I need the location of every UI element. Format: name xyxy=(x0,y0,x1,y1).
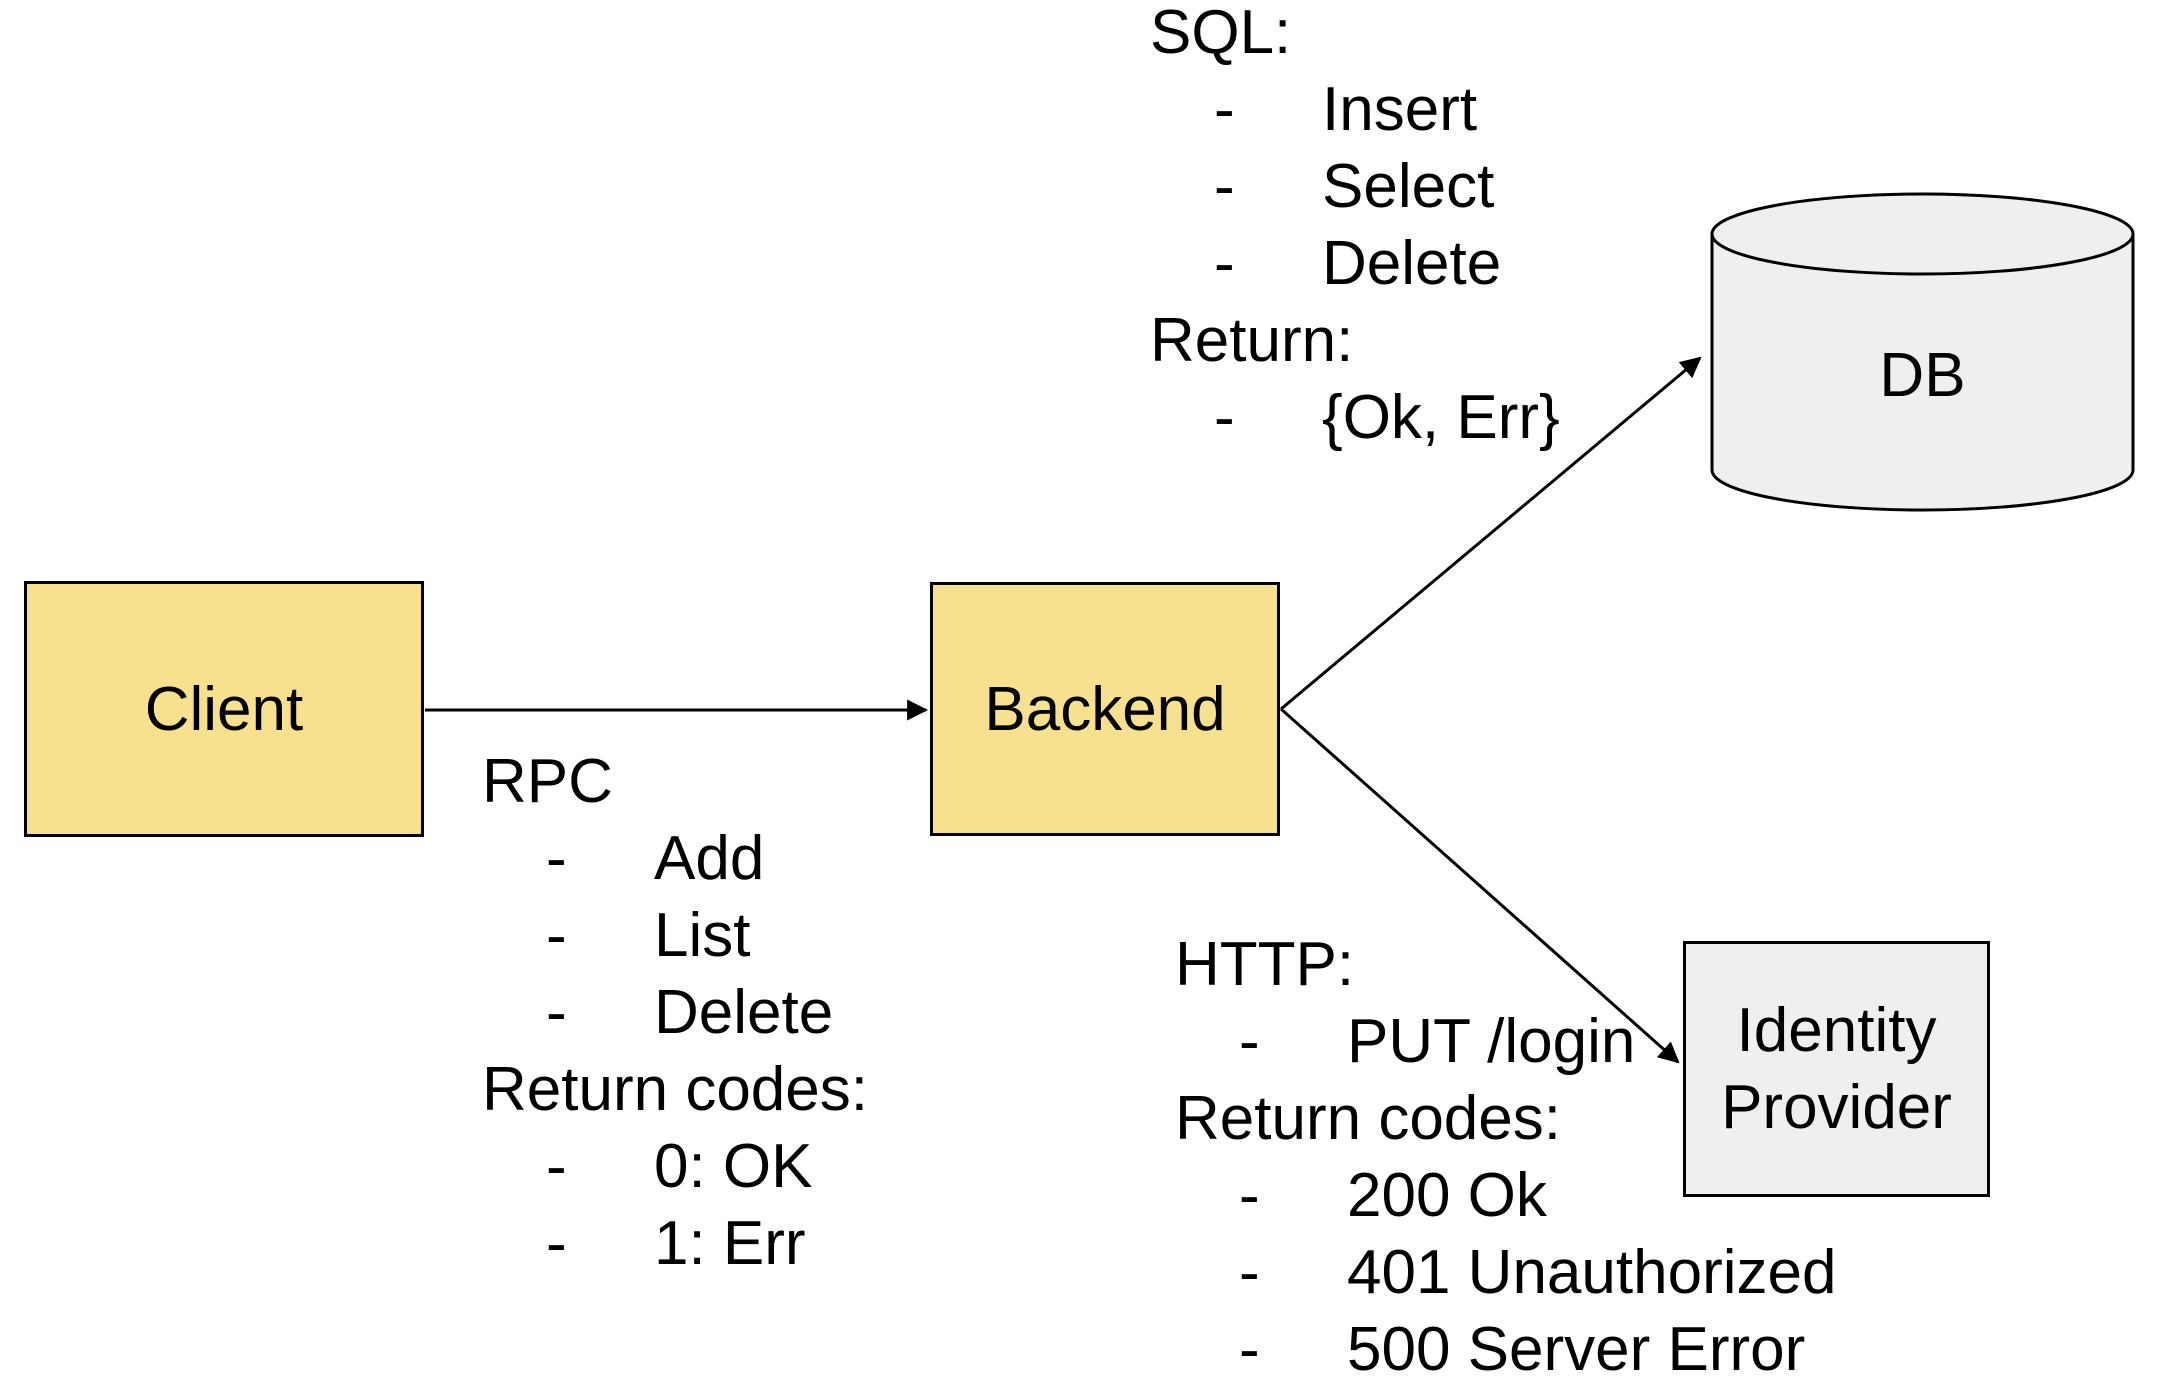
node-db-label: DB xyxy=(1879,341,1966,410)
arrow-backend-to-identity-provider xyxy=(1280,707,1680,1064)
node-backend: Backend xyxy=(930,582,1280,836)
arrow-backend-to-db xyxy=(1280,356,1702,711)
node-identity-provider-label: Identity Provider xyxy=(1721,996,1952,1142)
node-identity-provider: Identity Provider xyxy=(1683,941,1990,1197)
db-cylinder xyxy=(1710,192,2135,512)
node-backend-label: Backend xyxy=(984,674,1226,744)
node-client: Client xyxy=(24,581,424,837)
node-client-label: Client xyxy=(144,674,304,744)
